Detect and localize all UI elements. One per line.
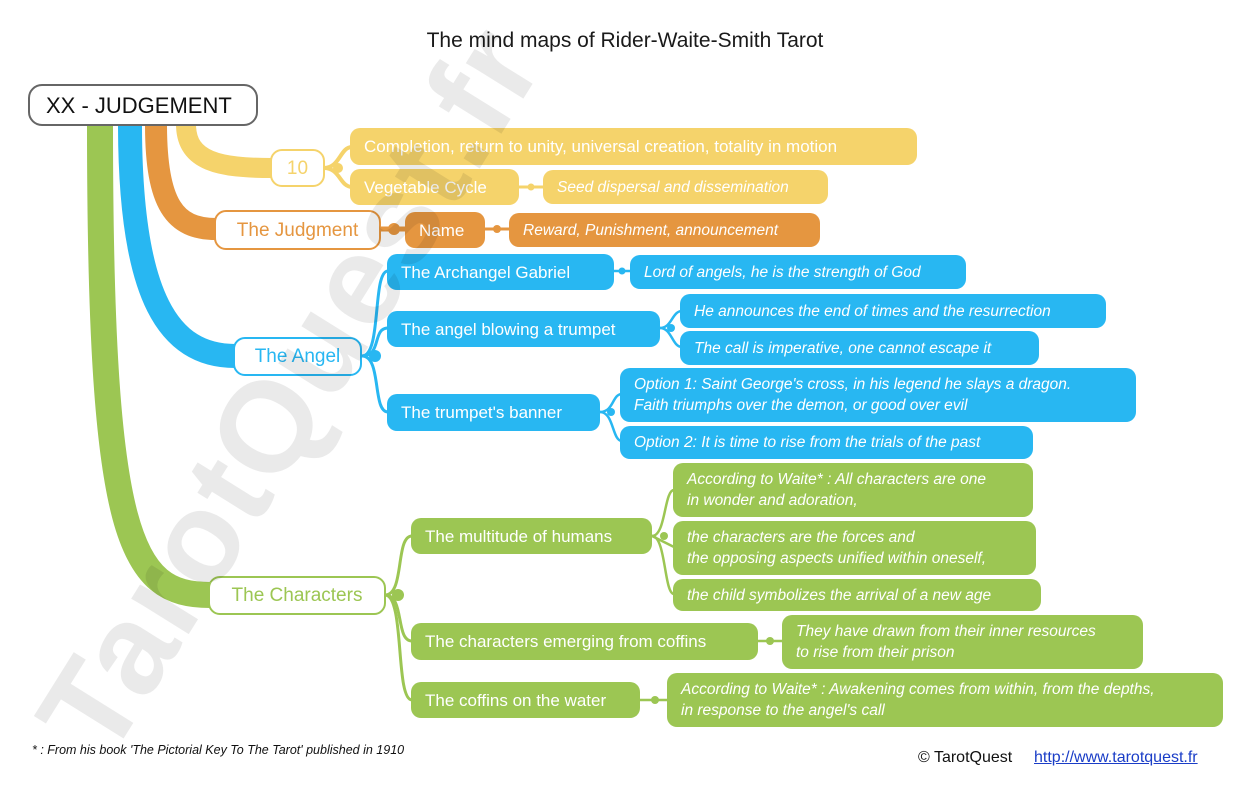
leaf-waite-awakening[interactable]: According to Waite* : Awakening comes fr… xyxy=(667,673,1223,727)
leaf-reward-punishment[interactable]: Reward, Punishment, announcement xyxy=(509,213,820,247)
page-title: The mind maps of Rider-Waite-Smith Tarot xyxy=(426,29,824,52)
node-angel-blowing-trumpet[interactable]: The angel blowing a trumpet xyxy=(387,311,660,347)
node-vegetable-cycle[interactable]: Vegetable Cycle xyxy=(350,169,519,205)
leaf-end-of-times[interactable]: He announces the end of times and the re… xyxy=(680,294,1106,328)
trunk-orange xyxy=(145,113,227,240)
copyright-text: © TarotQuest xyxy=(918,749,1013,766)
footnote: * : From his book 'The Pictorial Key To … xyxy=(32,743,405,757)
branch-the-characters[interactable]: The Characters xyxy=(208,576,386,615)
branch-the-angel[interactable]: The Angel xyxy=(233,337,362,376)
branch-the-judgment[interactable]: The Judgment xyxy=(214,210,381,250)
trunk-blue xyxy=(118,112,247,368)
leaf-inner-resources[interactable]: They have drawn from their inner resourc… xyxy=(782,615,1143,669)
branch-number-label: 10 xyxy=(286,157,309,179)
website-link[interactable]: http://www.tarotquest.fr xyxy=(1034,749,1198,766)
trunk-yellow xyxy=(176,114,282,178)
branch-number-10[interactable]: 10 xyxy=(270,149,325,187)
branch-angel-label: The Angel xyxy=(254,346,341,367)
leaf-banner-option-1[interactable]: Option 1: Saint George's cross, in his l… xyxy=(620,368,1136,422)
node-multitude-of-humans[interactable]: The multitude of humans xyxy=(411,518,652,554)
leaf-lord-of-angels[interactable]: Lord of angels, he is the strength of Go… xyxy=(630,255,966,289)
node-trumpet-banner[interactable]: The trumpet's banner xyxy=(387,394,600,431)
node-coffins-on-water[interactable]: The coffins on the water xyxy=(411,682,640,718)
branch-judgment-label: The Judgment xyxy=(236,219,359,241)
leaf-call-imperative[interactable]: The call is imperative, one cannot escap… xyxy=(680,331,1039,365)
node-completion[interactable]: Completion, return to unity, universal c… xyxy=(350,128,917,165)
root-label: XX - JUDGEMENT xyxy=(46,92,232,118)
trunk-green xyxy=(87,111,223,608)
root-node[interactable]: XX - JUDGEMENT xyxy=(28,84,258,126)
leaf-child-new-age[interactable]: the child symbolizes the arrival of a ne… xyxy=(673,579,1041,611)
branch-characters-label: The Characters xyxy=(231,585,363,606)
leaf-seed-dispersal[interactable]: Seed dispersal and dissemination xyxy=(543,170,828,204)
node-archangel-gabriel[interactable]: The Archangel Gabriel xyxy=(387,254,614,290)
node-name[interactable]: Name xyxy=(405,212,485,248)
leaf-forces-unified[interactable]: the characters are the forces and the op… xyxy=(673,521,1036,575)
leaf-banner-option-2[interactable]: Option 2: It is time to rise from the tr… xyxy=(620,426,1033,459)
leaf-waite-one-in-wonder[interactable]: According to Waite* : All characters are… xyxy=(673,463,1033,517)
node-characters-emerging[interactable]: The characters emerging from coffins xyxy=(411,623,758,660)
